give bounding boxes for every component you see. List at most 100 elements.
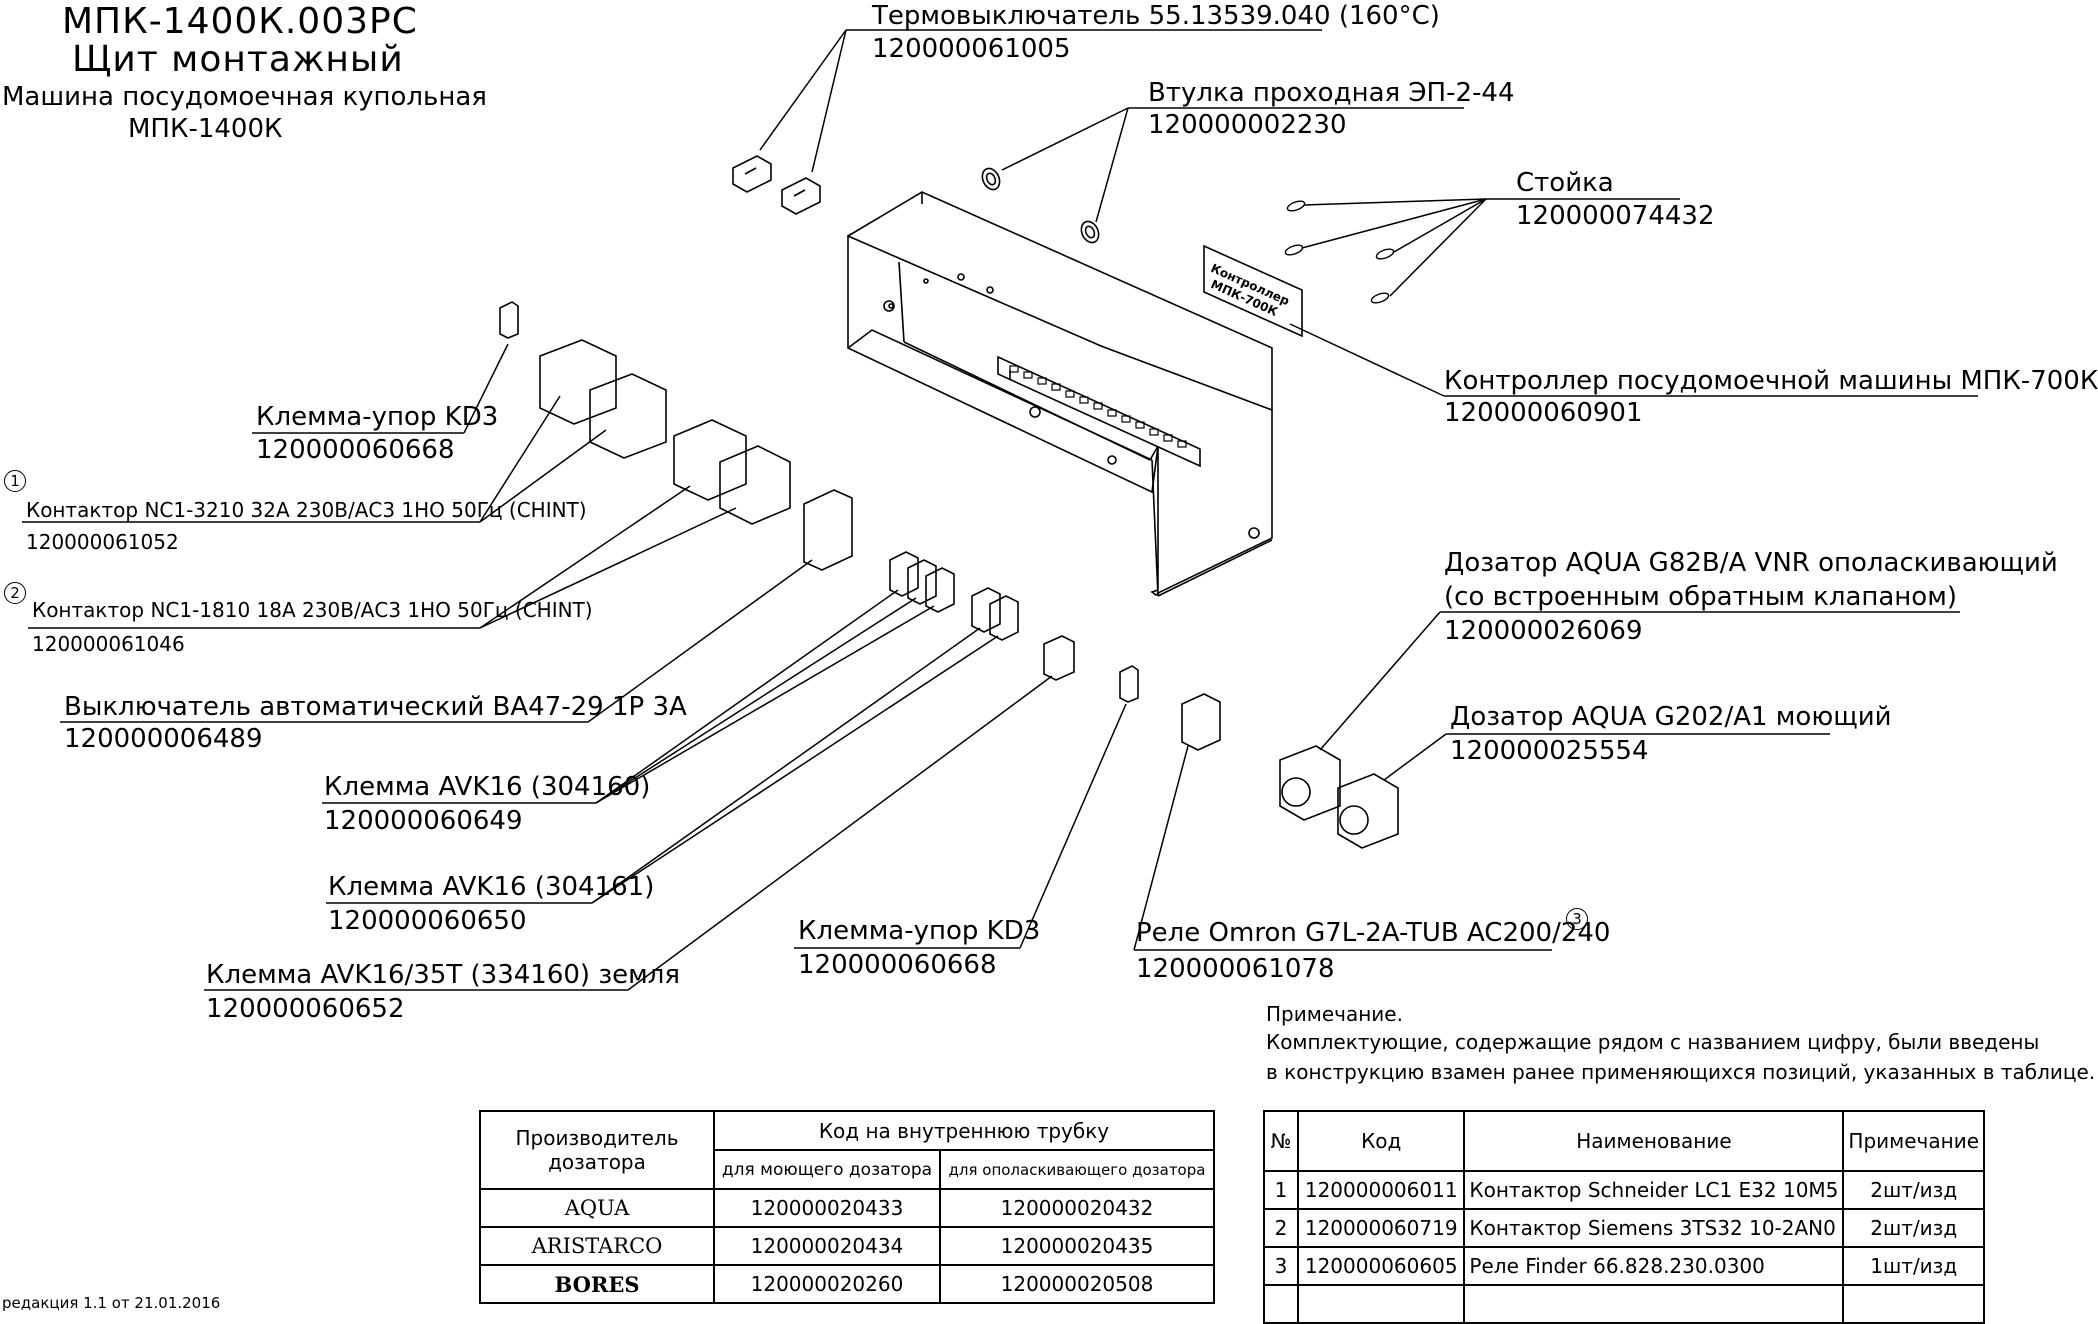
header-remark: Примечание xyxy=(1842,1110,1985,1172)
terminal-avk16-parts xyxy=(889,551,1019,641)
doser-wash-part xyxy=(1337,773,1399,849)
wash-code-cell: 120000020434 xyxy=(713,1226,941,1266)
callout-relay-label: Реле Omron G7L-2A-TUB AC200/240 xyxy=(1136,918,1611,948)
remark-cell: 1шт/изд xyxy=(1842,1246,1985,1286)
callout-avk16-earth-code: 120000060652 xyxy=(206,994,405,1024)
header-code: Код xyxy=(1296,1110,1466,1172)
number-cell: 2 xyxy=(1263,1208,1299,1248)
name-cell xyxy=(1463,1284,1845,1324)
code-cell: 120000060605 xyxy=(1296,1246,1466,1286)
callout-contactor2-code: 120000061046 xyxy=(32,632,185,656)
terminal-avk16-earth-part xyxy=(1043,635,1075,681)
standoff-parts xyxy=(1284,200,1395,304)
callout-controller-label: Контроллер посудомоечной машины МПК-700К xyxy=(1444,366,2098,396)
header-rinse-doser: для ополаскивающего дозатора xyxy=(938,1149,1216,1190)
table-row: AQUA 120000020433 120000020432 xyxy=(479,1188,1216,1228)
header-name: Наименование xyxy=(1463,1110,1845,1172)
callout-stand-label: Стойка xyxy=(1516,168,1614,198)
callout-contactor2-label: Контактор NC1-1810 18А 230В/АС3 1НО 50Гц… xyxy=(32,598,593,622)
contactor-nc1-1810-parts xyxy=(673,419,791,525)
callout-kd3-top-code: 120000060668 xyxy=(256,435,455,465)
callout-relay-code: 120000061078 xyxy=(1136,954,1335,984)
exploded-assembly-drawing xyxy=(22,29,1978,991)
callout-thermostat-code: 120000061005 xyxy=(872,34,1071,64)
number-cell xyxy=(1263,1284,1299,1324)
callout-avk16-earth-label: Клемма AVK16/35T (334160) земля xyxy=(206,960,681,990)
revision-note: редакция 1.1 от 21.01.2016 xyxy=(2,1294,221,1312)
code-cell: 120000060719 xyxy=(1296,1208,1466,1248)
callout-breaker-label: Выключатель автоматический ВА47-29 1Р 3А xyxy=(64,692,687,722)
bushing-parts xyxy=(981,167,1100,244)
maker-cell: ARISTARCO xyxy=(479,1226,715,1266)
remark-cell: 2шт/изд xyxy=(1842,1208,1985,1248)
callout-controller-code: 120000060901 xyxy=(1444,398,1643,428)
circuit-breaker-part xyxy=(803,489,853,571)
wash-code-cell: 120000020433 xyxy=(713,1188,941,1228)
controller-plate xyxy=(1203,244,1303,338)
name-cell: Контактор Siemens 3TS32 10-2AN0 xyxy=(1463,1208,1845,1248)
callout-bushing-code: 120000002230 xyxy=(1148,110,1347,140)
callout-doser-wash-label: Дозатор AQUA G202/A1 моющий xyxy=(1450,702,1892,732)
callout-kd3-bottom-label: Клемма-упор KD3 xyxy=(798,916,1041,946)
marker-1: 1 xyxy=(4,470,26,492)
name-cell: Реле Finder 66.828.230.0300 xyxy=(1463,1246,1845,1286)
end-stop-kd3-bottom xyxy=(1119,665,1139,703)
callout-bushing-label: Втулка проходная ЭП-2-44 xyxy=(1148,78,1515,108)
table-row: ARISTARCO 120000020434 120000020435 xyxy=(479,1226,1216,1266)
table-row: BORES 120000020260 120000020508 xyxy=(479,1264,1216,1304)
drawing-number: МПК-1400К.003РС xyxy=(62,1,418,42)
callout-contactor1-code: 120000061052 xyxy=(26,530,179,554)
maker-cell: AQUA xyxy=(479,1188,715,1228)
machine-name: Машина посудомоечная купольная xyxy=(2,82,487,112)
callout-avk16-304160-label: Клемма AVK16 (304160) xyxy=(324,772,651,802)
header-doser-maker: Производитель дозатора xyxy=(479,1110,715,1190)
relay-part xyxy=(1181,693,1221,751)
table-row: 1 120000006011 Контактор Schneider LC1 E… xyxy=(1263,1170,1985,1210)
number-cell: 1 xyxy=(1263,1170,1299,1210)
remark-cell: 2шт/изд xyxy=(1842,1170,1985,1210)
callout-doser-rinse-code: 120000026069 xyxy=(1444,616,1643,646)
mounting-panel-cabinet xyxy=(847,191,1273,597)
marker-2: 2 xyxy=(4,582,26,604)
note-line-2: в конструкцию взамен ранее применяющихся… xyxy=(1266,1060,2096,1084)
doser-rinse-part xyxy=(1279,745,1341,821)
callout-contactor1-label: Контактор NC1-3210 32А 230В/АС3 1НО 50Гц… xyxy=(26,498,587,522)
remark-cell xyxy=(1842,1284,1985,1324)
callout-avk16-304161-code: 120000060650 xyxy=(328,906,527,936)
callout-avk16-304160-code: 120000060649 xyxy=(324,806,523,836)
callout-doser-rinse-label2: (со встроенным обратным клапаном) xyxy=(1444,582,1957,612)
drawing-title: Щит монтажный xyxy=(72,39,404,80)
table-row xyxy=(1263,1284,1985,1324)
leader-lines xyxy=(22,29,1978,991)
name-cell: Контактор Schneider LC1 E32 10M5 xyxy=(1463,1170,1845,1210)
code-cell xyxy=(1296,1284,1466,1324)
rinse-code-cell: 120000020432 xyxy=(938,1188,1216,1228)
callout-thermostat-label: Термовыключатель 55.13539.040 (160°С) xyxy=(872,1,1440,31)
table-row: 2 120000060719 Контактор Siemens 3TS32 1… xyxy=(1263,1208,1985,1248)
machine-model: МПК-1400К xyxy=(128,114,283,144)
marker-3: 3 xyxy=(1566,908,1588,930)
maker-cell: BORES xyxy=(479,1264,715,1304)
callout-breaker-code: 120000006489 xyxy=(64,724,263,754)
note-heading: Примечание. xyxy=(1266,1002,1403,1026)
callout-avk16-304161-label: Клемма AVK16 (304161) xyxy=(328,872,655,902)
end-stop-kd3-top xyxy=(499,301,519,339)
callout-doser-wash-code: 120000025554 xyxy=(1450,736,1649,766)
callout-stand-code: 120000074432 xyxy=(1516,201,1715,231)
wash-code-cell: 120000020260 xyxy=(713,1264,941,1304)
header-wash-doser: для моющего дозатора xyxy=(713,1149,941,1190)
thermostat-switch-parts xyxy=(732,155,821,215)
callout-kd3-top-label: Клемма-упор KD3 xyxy=(256,402,499,432)
code-cell: 120000006011 xyxy=(1296,1170,1466,1210)
callout-doser-rinse-label: Дозатор AQUA G82B/A VNR ополаскивающий xyxy=(1444,548,2058,578)
table-row: 3 120000060605 Реле Finder 66.828.230.03… xyxy=(1263,1246,1985,1286)
note-line-1: Комплектующие, содержащие рядом с назван… xyxy=(1266,1030,2040,1054)
header-number: № xyxy=(1263,1110,1299,1172)
header-inner-tube-code: Код на внутреннюю трубку xyxy=(713,1110,1215,1151)
rinse-code-cell: 120000020508 xyxy=(938,1264,1216,1304)
number-cell: 3 xyxy=(1263,1246,1299,1286)
callout-kd3-bottom-code: 120000060668 xyxy=(798,950,997,980)
replaced-parts-table: № Код Наименование Примечание 1 12000000… xyxy=(1263,1110,1985,1324)
rinse-code-cell: 120000020435 xyxy=(938,1226,1216,1266)
